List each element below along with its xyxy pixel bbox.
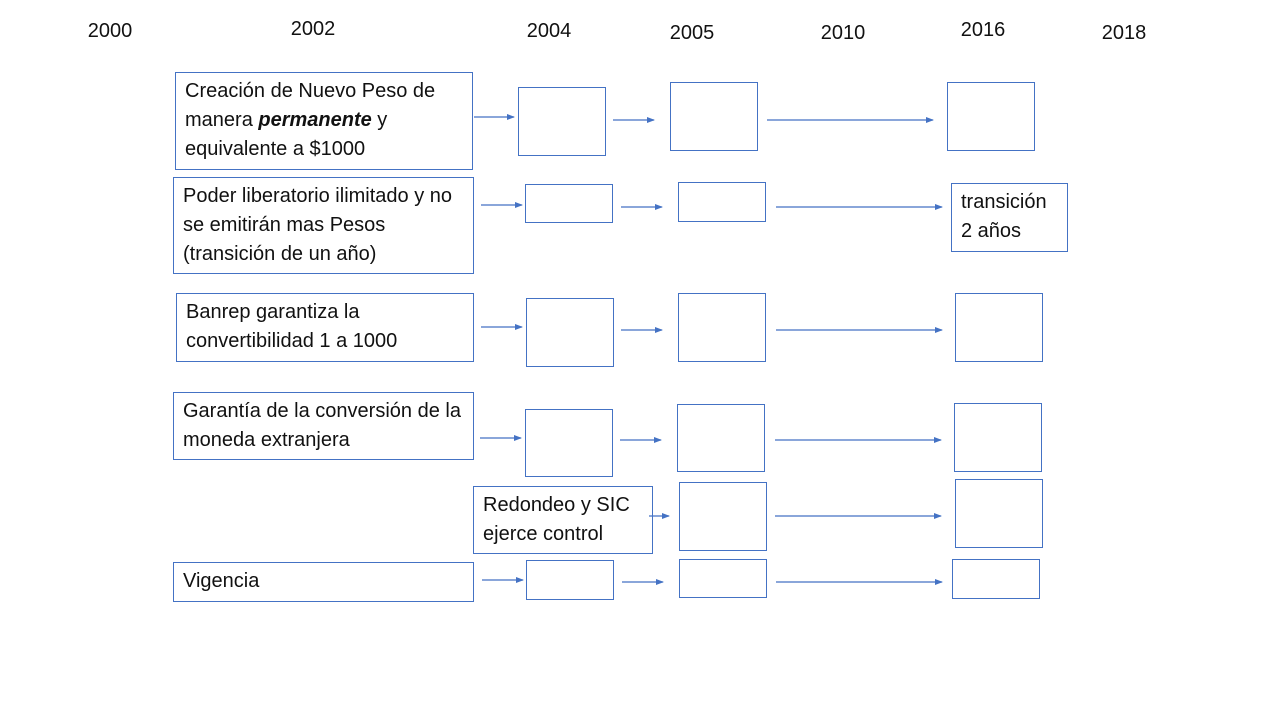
timeline-box-2004 (526, 298, 614, 367)
policy-box-redondeo: Redondeo y SIC ejerce control (473, 486, 653, 554)
timeline-box-2016 (955, 479, 1043, 548)
year-label: 2016 (960, 19, 1006, 41)
timeline-box-2016 (947, 82, 1035, 151)
year-label: 2010 (820, 22, 866, 44)
timeline-box-2005 (670, 82, 758, 151)
year-label: 2004 (526, 20, 572, 42)
year-label: 2002 (290, 18, 336, 40)
policy-box-banrep: Banrep garantiza la convertibilidad 1 a … (176, 293, 474, 362)
policy-box-garantia: Garantía de la conversión de la moneda e… (173, 392, 474, 460)
policy-text: Redondeo y SIC ejerce control (483, 494, 630, 545)
policy-text: Creación de Nuevo Peso de manera (185, 80, 436, 131)
year-label: 2000 (87, 20, 133, 42)
policy-box-creacion: Creación de Nuevo Peso de manera permane… (175, 72, 473, 170)
timeline-box-2016 (955, 293, 1043, 362)
timeline-box-2016 (952, 559, 1040, 599)
timeline-box-2005 (679, 482, 767, 551)
timeline-box-2004 (518, 87, 606, 156)
policy-text-emphasis: permanente (258, 109, 372, 131)
timeline-box-2016 (954, 403, 1042, 472)
timeline-box-2016-transicion: transición 2 años (951, 183, 1068, 252)
policy-text: Vigencia (183, 570, 260, 592)
year-label: 2005 (669, 22, 715, 44)
timeline-box-2004 (526, 560, 614, 600)
policy-text: Banrep garantiza la convertibilidad 1 a … (186, 301, 398, 352)
policy-box-vigencia: Vigencia (173, 562, 474, 602)
timeline-box-2005 (678, 293, 766, 362)
policy-text: Poder liberatorio ilimitado y no se emit… (183, 185, 453, 265)
policy-text: Garantía de la conversión de la moneda e… (183, 400, 461, 451)
timeline-box-2004 (525, 409, 613, 477)
timeline-box-2004 (525, 184, 613, 223)
year-label: 2018 (1101, 22, 1147, 44)
transition-text: transición 2 años (961, 191, 1047, 242)
timeline-box-2005 (679, 559, 767, 598)
timeline-box-2005 (677, 404, 765, 472)
timeline-box-2005 (678, 182, 766, 222)
policy-box-poder-liberatorio: Poder liberatorio ilimitado y no se emit… (173, 177, 474, 274)
policy-text: y equivalente a $1000 (185, 109, 388, 160)
